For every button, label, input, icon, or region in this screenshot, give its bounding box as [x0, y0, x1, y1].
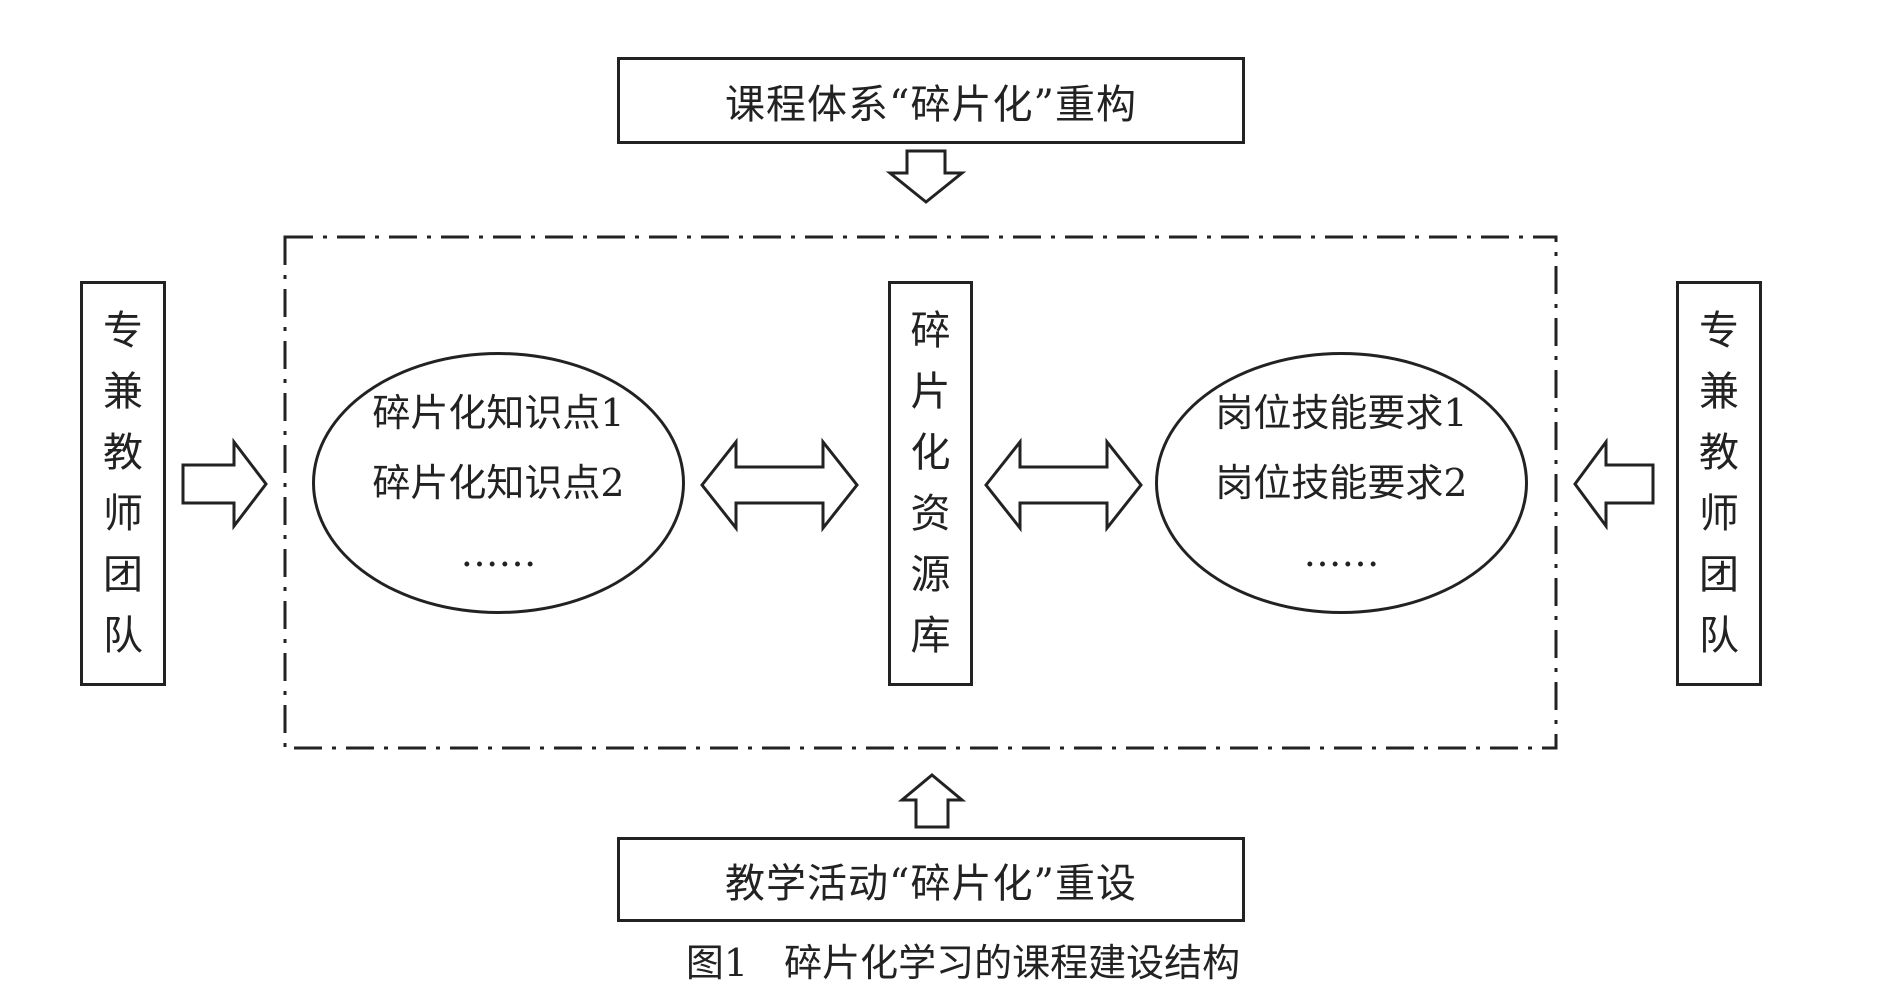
- library-char: 源: [910, 551, 951, 598]
- double-arrow-icon: [984, 437, 1143, 533]
- team-char: 师: [1699, 490, 1739, 537]
- library-char: 库: [910, 612, 951, 659]
- team-char: 教: [103, 429, 143, 476]
- skill-requirement-2: 岗位技能要求2: [1215, 461, 1468, 505]
- library-char: 化: [910, 429, 951, 476]
- double-arrow-icon: [700, 437, 859, 533]
- teaching-activity-reset-label: 教学活动“碎片化”重设: [725, 860, 1137, 907]
- team-char: 兼: [103, 368, 143, 415]
- figure-title: 碎片化学习的课程建设结构: [784, 941, 1241, 985]
- right-arrow-icon: [181, 438, 268, 530]
- knowledge-point-2: 碎片化知识点2: [372, 461, 625, 505]
- library-char: 片: [910, 368, 951, 415]
- course-system-restructure-box: 课程体系“碎片化”重构: [617, 57, 1245, 144]
- team-char: 团: [103, 551, 143, 598]
- right-teacher-team-box: 专 兼 教 师 团 队: [1676, 281, 1762, 686]
- team-char: 教: [1699, 429, 1739, 476]
- left-arrow-icon: [1573, 438, 1655, 530]
- figure-number: 图1: [685, 941, 749, 985]
- figure-caption: 图1 碎片化学习的课程建设结构: [0, 932, 1886, 987]
- skill-requirement-1: 岗位技能要求1: [1215, 391, 1468, 435]
- job-skill-requirements-ellipse: 岗位技能要求1 岗位技能要求2 ……: [1155, 352, 1528, 614]
- team-char: 队: [1699, 612, 1739, 659]
- team-char: 师: [103, 490, 143, 537]
- skill-requirement-more: ……: [1303, 531, 1380, 575]
- up-arrow-icon: [898, 773, 966, 829]
- knowledge-points-ellipse: 碎片化知识点1 碎片化知识点2 ……: [312, 352, 685, 614]
- course-system-restructure-label: 课程体系“碎片化”重构: [725, 81, 1137, 128]
- team-char: 兼: [1699, 368, 1739, 415]
- team-char: 专: [1699, 307, 1739, 354]
- boundary-dashdot-frame: [283, 235, 1558, 750]
- fragmented-resource-library-box: 碎 片 化 资 源 库: [888, 281, 973, 686]
- team-char: 团: [1699, 551, 1739, 598]
- teaching-activity-reset-box: 教学活动“碎片化”重设: [617, 837, 1245, 922]
- team-char: 队: [103, 612, 143, 659]
- team-char: 专: [103, 307, 143, 354]
- down-arrow-icon: [885, 149, 967, 204]
- library-char: 碎: [910, 307, 951, 354]
- knowledge-point-more: ……: [460, 531, 537, 575]
- left-teacher-team-box: 专 兼 教 师 团 队: [80, 281, 166, 686]
- library-char: 资: [910, 490, 951, 537]
- knowledge-point-1: 碎片化知识点1: [372, 391, 625, 435]
